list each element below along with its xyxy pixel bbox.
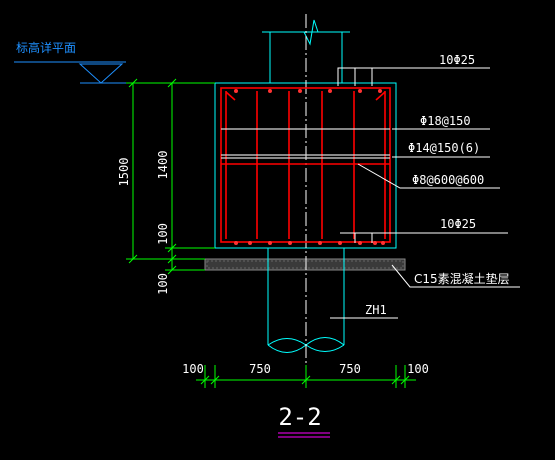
dim-h-mid-right: 750 <box>339 362 361 376</box>
bottom-rebar-leader <box>340 232 508 243</box>
rebar-cage <box>220 87 391 243</box>
label-cushion: C15素混凝土垫层 <box>414 271 510 286</box>
label-rebar-top: 10Φ25 <box>439 53 475 67</box>
label-pile: ZH1 <box>365 303 387 317</box>
top-rebar-leader <box>337 67 490 86</box>
section-title: 2-2 <box>278 403 321 431</box>
dim-h-left: 100 <box>182 362 204 376</box>
dim-cushion: 100 <box>156 273 170 295</box>
vertical-dimensions <box>126 78 215 275</box>
label-rebar-bottom: 10Φ25 <box>440 217 476 231</box>
dim-total: 1500 <box>117 158 131 187</box>
elevation-marker: 标高详平面 <box>14 40 126 84</box>
column <box>262 19 350 83</box>
label-rebar-tie: Φ8@600@600 <box>412 173 484 187</box>
dim-h-mid-left: 750 <box>249 362 271 376</box>
horizontal-dimensions <box>196 365 416 388</box>
dim-upper: 1400 <box>156 151 170 180</box>
cushion-layer <box>204 258 406 271</box>
dim-h-right: 100 <box>407 362 429 376</box>
elevation-label: 标高详平面 <box>16 40 76 55</box>
label-rebar-h14: Φ14@150(6) <box>408 141 480 155</box>
label-rebar-h18: Φ18@150 <box>420 114 471 128</box>
section-title-underline <box>278 432 330 438</box>
rebar-dots <box>234 89 385 245</box>
distribution-bars <box>221 128 390 159</box>
dim-lower: 100 <box>156 223 170 245</box>
